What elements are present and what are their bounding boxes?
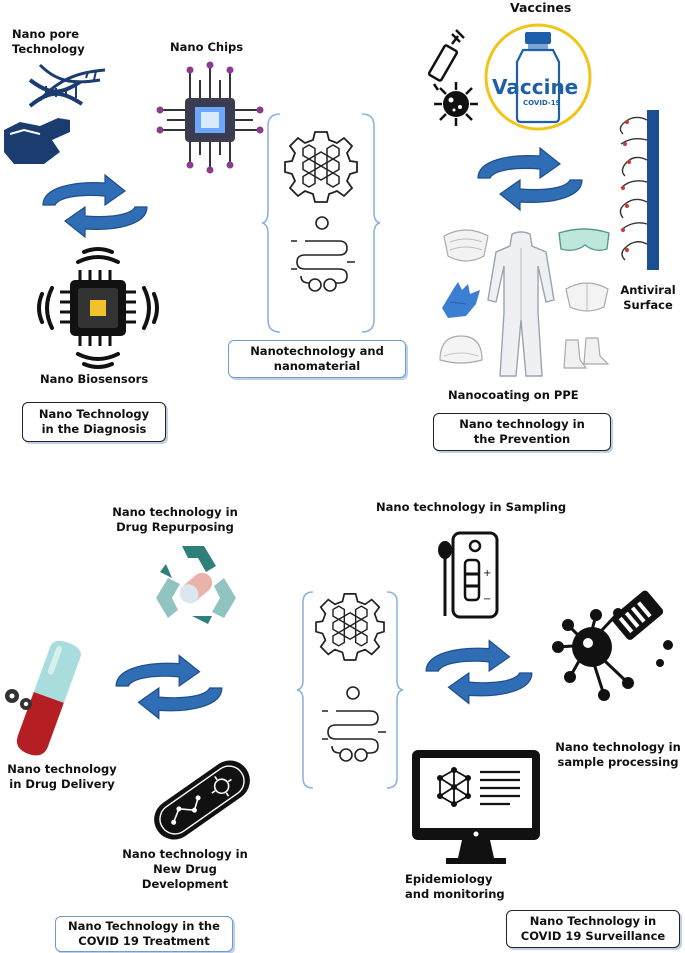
microscope-icon xyxy=(552,590,673,701)
molecule-chain-icon xyxy=(291,216,355,292)
syringe-icon xyxy=(427,29,465,91)
cap-icon xyxy=(439,335,483,364)
center-bracket xyxy=(261,113,381,333)
recycle-pill-icon xyxy=(156,546,236,624)
molecule-chain-icon xyxy=(322,686,386,762)
cycle-arrows-icon xyxy=(115,654,223,720)
vaccine-vial-icon xyxy=(484,23,592,131)
repurposing-label: Nano technology in Drug Repurposing xyxy=(112,505,238,534)
cycle-arrows-icon xyxy=(477,146,583,212)
ppe-suit-icon xyxy=(487,231,555,377)
dna-hand-icon xyxy=(4,63,106,164)
cycle-arrows-icon xyxy=(42,173,148,239)
test-kit-icon: + − xyxy=(451,531,499,619)
biosensor-chip-icon xyxy=(37,247,159,369)
svg-text:+: + xyxy=(483,568,491,579)
vaccines-label: Vaccines xyxy=(510,0,572,15)
surveillance-title-box: Nano Technology in COVID 19 Surveillance xyxy=(506,910,680,948)
nano-chip-icon xyxy=(156,61,264,174)
capsule-icon xyxy=(5,640,81,756)
swab-icon xyxy=(438,541,452,616)
cycle-arrows-icon xyxy=(425,639,533,705)
nano-capsule-icon xyxy=(154,760,250,840)
center-bracket xyxy=(296,591,404,789)
svg-text:−: − xyxy=(483,594,491,605)
treatment-title-box: Nano Technology in the COVID 19 Treatmen… xyxy=(55,916,233,952)
antiviral-label: Antiviral Surface xyxy=(620,283,676,312)
gear-hexagon-icon xyxy=(284,131,358,203)
processing-label: Nano technology in sample processing xyxy=(555,740,681,769)
biosensors-label: Nano Biosensors xyxy=(40,372,149,386)
ppe-label: Nanocoating on PPE xyxy=(448,388,579,402)
antiviral-surface-icon xyxy=(619,110,659,270)
shoe-cover-icon xyxy=(563,337,610,369)
goggles-icon xyxy=(558,228,610,252)
delivery-label: Nano technology in Drug Delivery xyxy=(7,762,117,791)
gloves-icon xyxy=(442,282,480,318)
prevention-title-box: Nano technology in the Prevention xyxy=(433,413,611,451)
sampling-label: Nano technology in Sampling xyxy=(376,500,567,514)
monitor-network-icon xyxy=(412,750,540,864)
nanopore-label: Nano pore Technology xyxy=(12,27,85,56)
mask-icon xyxy=(565,282,609,312)
center-top-title-box: Nanotechnology and nanomaterial xyxy=(228,340,406,378)
vaccine-vial-text: Vaccine xyxy=(492,75,579,99)
vaccine-vial-subtext: COVID-19 xyxy=(523,99,561,107)
epidemiology-label: Epidemiology and monitoring xyxy=(405,872,505,901)
development-label: Nano technology in New Drug Development xyxy=(122,847,248,891)
mask-icon xyxy=(443,229,489,262)
gear-hexagon-icon xyxy=(315,593,385,661)
diagnosis-title-box: Nano Technology in the Diagnosis xyxy=(22,402,166,442)
nano-chips-label: Nano Chips xyxy=(170,40,244,54)
virus-icon xyxy=(434,82,478,126)
